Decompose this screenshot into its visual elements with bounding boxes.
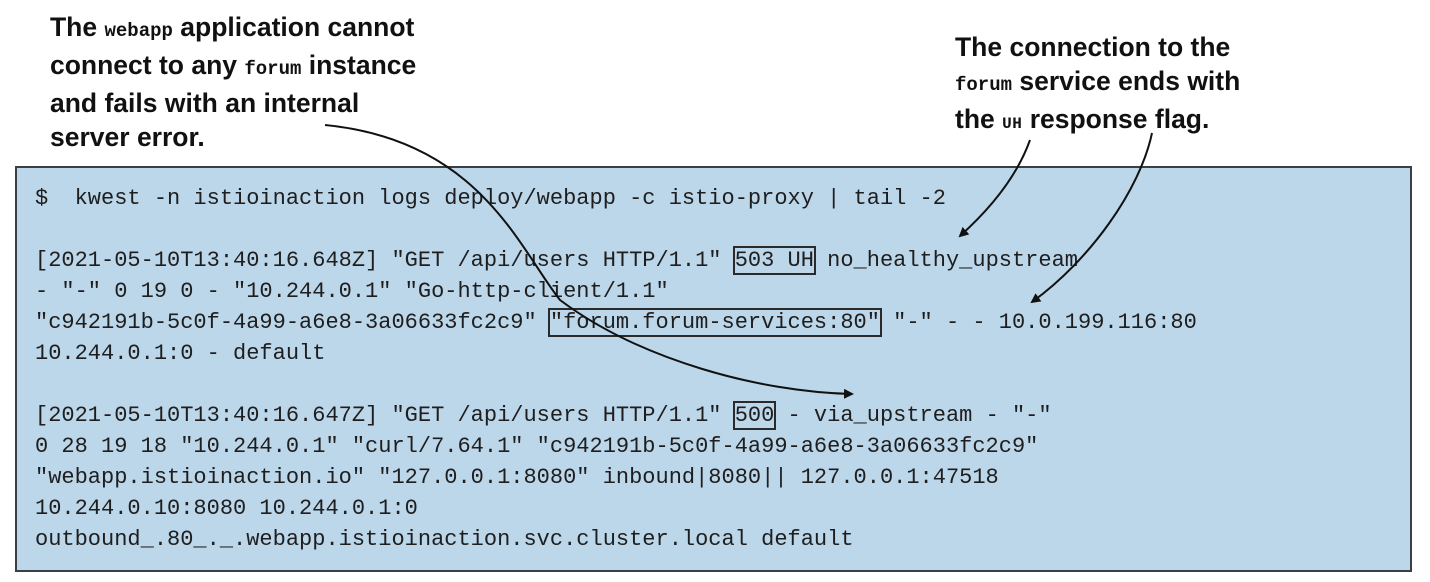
callout-code-webapp: webapp — [104, 20, 173, 42]
callout-right-line-2: forum service ends with — [955, 64, 1240, 102]
callout-text: response flag. — [1022, 104, 1210, 134]
log-entry-2-line-1: [2021-05-10T13:40:16.647Z] "GET /api/use… — [35, 401, 1052, 431]
log-text: [2021-05-10T13:40:16.648Z] "GET /api/use… — [35, 248, 735, 273]
log-entry-1-line-1: [2021-05-10T13:40:16.648Z] "GET /api/use… — [35, 246, 1078, 276]
callout-left-line-1: The webapp application cannot — [50, 10, 416, 48]
upstream-cluster-box: "forum.forum-services:80" — [547, 308, 882, 337]
callout-text: instance — [301, 50, 417, 80]
terminal-output: $ kwest -n istioinaction logs deploy/web… — [15, 166, 1412, 572]
terminal-command: $ kwest -n istioinaction logs deploy/web… — [35, 186, 946, 211]
callout-text: The — [50, 12, 105, 42]
callout-text: service ends with — [1012, 66, 1241, 96]
callout-left-line-3: and fails with an internal — [50, 88, 360, 118]
log-entry-2-line-5: outbound_.80_._.webapp.istioinaction.svc… — [35, 527, 854, 552]
callout-code-forum: forum — [244, 58, 302, 80]
log-entry-2-line-2: 0 28 19 18 "10.244.0.1" "curl/7.64.1" "c… — [35, 434, 1039, 459]
log-entry-1-line-2: - "-" 0 19 0 - "10.244.0.1" "Go-http-cli… — [35, 279, 669, 304]
callout-code-uh: UH — [1002, 115, 1023, 133]
log-entry-2-line-3: "webapp.istioinaction.io" "127.0.0.1:808… — [35, 465, 999, 490]
log-text: "c942191b-5c0f-4a99-a6e8-3a06633fc2c9" — [35, 310, 550, 335]
response-code-500-box: 500 — [732, 401, 777, 430]
callout-left-line-2: connect to any forum instance — [50, 48, 416, 86]
callout-right-line-1: The connection to the — [955, 32, 1231, 62]
callout-text: application cannot — [172, 12, 415, 42]
callout-left-line-4: server error. — [50, 122, 205, 152]
log-text: [2021-05-10T13:40:16.647Z] "GET /api/use… — [35, 403, 735, 428]
response-code-503-uh-box: 503 UH — [732, 246, 816, 275]
log-text: "-" - - 10.0.199.116:80 — [879, 310, 1197, 335]
callout-code-forum: forum — [955, 74, 1013, 96]
log-entry-1-line-4: 10.244.0.1:0 - default — [35, 341, 326, 366]
callout-right-line-3: the UH response flag. — [955, 102, 1240, 141]
log-text: no_healthy_upstream — [813, 248, 1078, 273]
callout-text: the — [955, 104, 1003, 134]
log-entry-2-line-4: 10.244.0.10:8080 10.244.0.1:0 — [35, 496, 418, 521]
log-entry-1-line-3: "c942191b-5c0f-4a99-a6e8-3a06633fc2c9" "… — [35, 308, 1197, 338]
callout-uh-flag: The connection to the forum service ends… — [955, 30, 1240, 141]
log-text: - via_upstream - "-" — [774, 403, 1052, 428]
callout-webapp-error: The webapp application cannot connect to… — [50, 10, 416, 154]
callout-text: connect to any — [50, 50, 245, 80]
